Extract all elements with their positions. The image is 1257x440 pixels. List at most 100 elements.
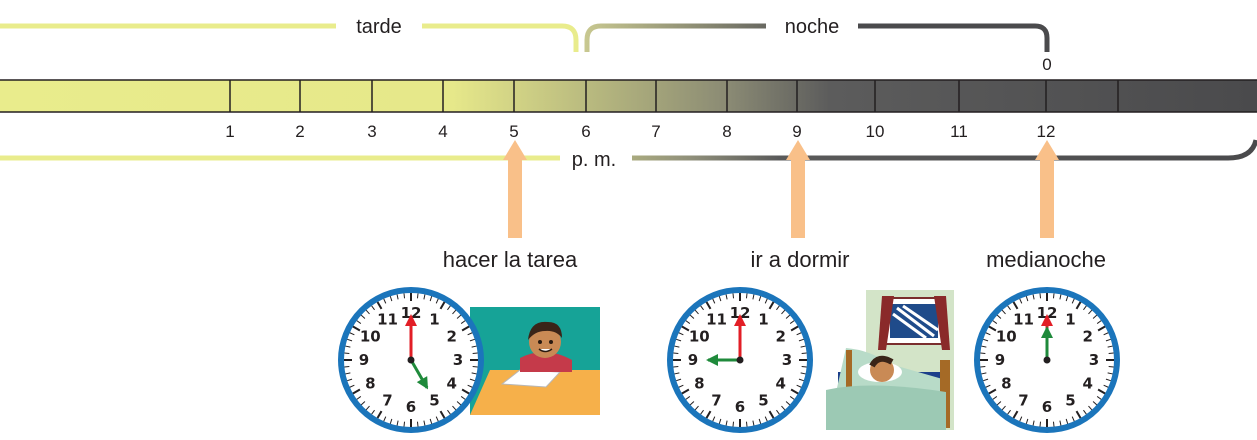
- clock-tick: [1032, 294, 1035, 300]
- clock-tick: [785, 401, 791, 406]
- clock-tick: [469, 378, 475, 382]
- clock-tick: [1007, 305, 1011, 311]
- clock-tick: [781, 405, 786, 411]
- hour-label-3: 3: [367, 122, 376, 141]
- clock-tick: [1083, 305, 1087, 311]
- clock-numeral: 1: [758, 310, 768, 328]
- clock-numeral: 4: [446, 375, 456, 393]
- clock-numeral: 10: [360, 328, 381, 346]
- minute-hand-tip: [734, 314, 746, 326]
- hour-label-11: 11: [950, 122, 968, 141]
- clock-tick: [768, 410, 775, 419]
- clock-tick: [352, 388, 361, 395]
- clock-numeral: 6: [406, 398, 416, 416]
- clock-tick: [725, 294, 728, 300]
- clock-tick: [423, 294, 426, 300]
- clock-tick: [383, 298, 387, 304]
- clock-tick: [389, 296, 393, 302]
- clock-tick: [460, 396, 466, 400]
- clock-tick: [383, 416, 387, 422]
- clock-tick: [471, 372, 477, 375]
- clock-tick: [1065, 296, 1069, 302]
- clock-tick: [689, 314, 695, 319]
- clock-tick: [396, 420, 399, 426]
- clock-tick: [1019, 298, 1023, 304]
- clock-tick: [1075, 410, 1082, 419]
- clock-numeral: 12: [730, 304, 751, 322]
- clock-tick: [705, 301, 712, 310]
- clock-tick: [996, 314, 1002, 319]
- pm-label: p. m.: [572, 149, 616, 171]
- clock-tick: [1032, 420, 1035, 426]
- clock-tick: [360, 314, 366, 319]
- clock-tick: [356, 320, 362, 324]
- clock-tick: [456, 314, 462, 319]
- clock-tick: [429, 418, 433, 424]
- clock-tick: [685, 396, 691, 400]
- sleeping-scene-image: [826, 290, 954, 430]
- clock-tick: [781, 309, 786, 315]
- clock-tick: [435, 416, 439, 422]
- clock-tick: [467, 384, 473, 388]
- clock-tick: [1071, 416, 1075, 422]
- clock-tick: [678, 384, 684, 388]
- clock-tick: [469, 338, 475, 342]
- hour-label-2: 2: [295, 122, 304, 141]
- minute-hand-tip: [405, 314, 417, 326]
- clock-tick: [983, 338, 989, 342]
- clock-tick: [447, 305, 451, 311]
- clock-tick: [1096, 396, 1102, 400]
- clock-tick: [423, 420, 426, 426]
- clock-tick: [1059, 420, 1062, 426]
- hour-label-4: 4: [438, 122, 447, 141]
- clock-tick: [785, 314, 791, 319]
- clock-tick: [758, 296, 762, 302]
- clock-tick: [365, 405, 370, 411]
- clock-tick: [681, 325, 690, 332]
- clock-tick: [1012, 410, 1019, 419]
- clock-tick: [1103, 384, 1109, 388]
- clock-tick: [1092, 314, 1098, 319]
- clock-numeral: 11: [1013, 310, 1034, 328]
- clock-tick: [460, 320, 466, 324]
- clock-tick: [1105, 338, 1111, 342]
- hour-label-7: 7: [651, 122, 660, 141]
- clock-tick: [985, 332, 991, 336]
- clock-tick: [360, 401, 366, 406]
- clock-center: [736, 356, 744, 364]
- clock-tick: [705, 410, 712, 419]
- clock-center: [1043, 356, 1051, 364]
- clock-tick: [371, 409, 375, 415]
- clock-numeral: 1: [429, 310, 439, 328]
- arrow-5: [503, 140, 527, 238]
- night-bracket: noche: [584, 16, 1050, 52]
- hour-hand-tip: [1041, 326, 1053, 338]
- clock-tick: [798, 378, 804, 382]
- clock-tick: [461, 388, 470, 395]
- clock-tick: [1071, 298, 1075, 304]
- clock-tick: [676, 378, 682, 382]
- clock-tick: [776, 409, 780, 415]
- clock-center: [407, 356, 415, 364]
- clock-tick: [700, 409, 704, 415]
- clock-numeral: 2: [446, 328, 456, 346]
- clock-numeral: 10: [996, 328, 1017, 346]
- clock-tick: [980, 352, 986, 355]
- clock-tick: [694, 405, 699, 411]
- clock-numeral: 10: [689, 328, 710, 346]
- clock-numeral: 9: [359, 351, 369, 369]
- clock-tick: [796, 384, 802, 388]
- clock-tick: [356, 396, 362, 400]
- clock-tick: [745, 293, 748, 299]
- clock-numeral: 4: [775, 375, 785, 393]
- pm-bracket: p. m.: [0, 139, 1257, 171]
- clock-tick: [725, 420, 728, 426]
- clock-tick: [673, 365, 679, 368]
- clock-tick: [789, 320, 795, 324]
- clock-tick: [752, 294, 755, 300]
- clock-tick: [1039, 421, 1042, 427]
- clock-tick: [347, 338, 353, 342]
- clock-tick: [790, 388, 799, 395]
